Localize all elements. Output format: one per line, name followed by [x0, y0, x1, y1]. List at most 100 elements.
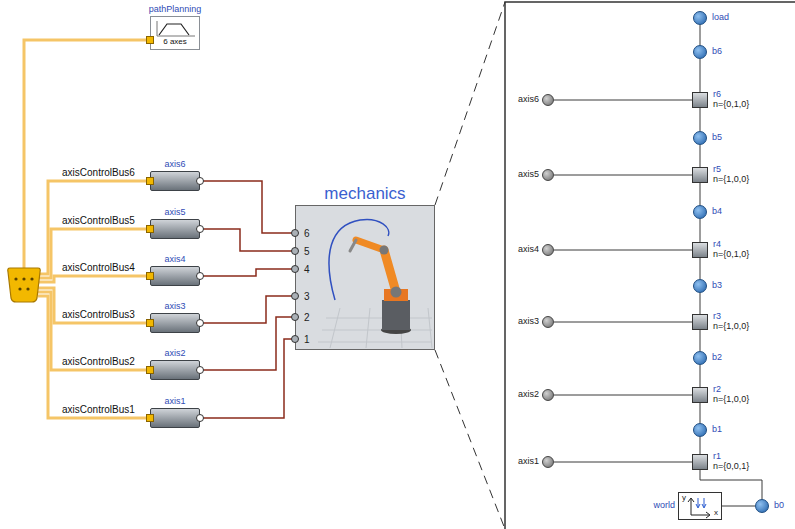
world-text: y: [682, 494, 686, 503]
world-text: x: [714, 509, 718, 518]
mech-text: 5: [304, 246, 310, 257]
connection-wire: [554, 100, 692, 101]
bus-label: axisControlBus6: [62, 167, 135, 178]
joint-text: r5: [713, 165, 721, 175]
body-shape: b2: [693, 351, 707, 365]
flange-text: axis1: [518, 457, 539, 467]
bus-line: [38, 288, 150, 323]
revolute-joint: r6n={0,1,0}: [692, 92, 708, 108]
bus-label: axisControlBus4: [62, 262, 135, 273]
axis-block: axis3: [150, 313, 200, 333]
mech-text: 6: [304, 228, 310, 239]
robot-path: [329, 219, 389, 300]
connection-wire: [554, 322, 692, 323]
bus-line: [38, 292, 150, 370]
body-text: load: [712, 13, 729, 23]
port-circle: [291, 313, 299, 321]
connection-wire: [700, 365, 701, 387]
body-shape: b1: [693, 423, 707, 437]
connection-wire: [700, 403, 701, 423]
bus-port: [146, 319, 154, 327]
axis-text: axis1: [164, 397, 185, 407]
joint-text: n={0,0,1}: [713, 462, 749, 472]
connection-wire: [700, 258, 701, 279]
axis-block: axis6: [150, 171, 200, 191]
joint-text: r2: [713, 385, 721, 395]
flange-port: [196, 319, 204, 327]
flange-connector: axis5: [542, 169, 554, 181]
flange-port: [196, 225, 204, 233]
connector-pins: [14, 277, 33, 290]
revolute-joint: r2n={1,0,0}: [692, 387, 708, 403]
body-text: b5: [712, 133, 722, 143]
body-shape: b5: [693, 131, 707, 145]
axis-block: axis4: [150, 266, 200, 286]
flange-text: axis6: [518, 95, 539, 105]
bus-line: [24, 40, 150, 268]
bus-port: [146, 177, 154, 185]
zoom-panel: [505, 2, 795, 529]
axis-block: axis2: [150, 360, 200, 380]
flange-connector: axis6: [542, 94, 554, 106]
connection-wire: [700, 59, 701, 92]
flange-text: axis3: [518, 317, 539, 327]
bus-label: axisControlBus2: [62, 356, 135, 367]
bus-port: [146, 272, 154, 280]
bus-port: [146, 366, 154, 374]
mech-text: 3: [304, 291, 310, 302]
joint-text: r6: [713, 90, 721, 100]
connection-wire: [722, 506, 755, 507]
bus-label: axisControlBus5: [62, 215, 135, 226]
connection-wire: [700, 219, 701, 242]
bus-port: [146, 225, 154, 233]
connection-wire: [200, 296, 295, 323]
mech-text: 4: [304, 264, 310, 275]
joint-text: n={1,0,0}: [713, 175, 749, 185]
flange-port: [196, 177, 204, 185]
robot-upper-arm: [384, 250, 396, 292]
joint-text: n={1,0,0}: [713, 395, 749, 405]
path-planning-block: pathPlanning6 axes: [150, 16, 200, 50]
robot-tool: [350, 240, 356, 251]
flange-connector: axis1: [542, 456, 554, 468]
bus-line: [38, 296, 150, 418]
connection-wire: [700, 145, 701, 167]
axis-block: axis5: [150, 219, 200, 239]
flange-text: axis5: [518, 170, 539, 180]
flange-port: [196, 414, 204, 422]
profile-icon: [151, 18, 199, 38]
connection-wire: [700, 25, 701, 45]
robot-motor: [391, 287, 402, 298]
flange-connector: axis4: [542, 244, 554, 256]
connection-wire: [200, 229, 295, 251]
gravity-arrows: [696, 498, 706, 508]
joint-text: r1: [713, 452, 721, 462]
bus-line: [38, 229, 150, 278]
connection-wire: [700, 330, 701, 351]
revolute-joint: r1n={0,0,1}: [692, 454, 708, 470]
flange-port: [196, 366, 204, 374]
connection-wire: [554, 250, 692, 251]
body-shape: b6: [693, 45, 707, 59]
world-text: world: [653, 501, 675, 511]
flange-port: [196, 272, 204, 280]
bus-label: axisControlBus1: [62, 404, 135, 415]
body-text: b1: [712, 425, 722, 435]
frame-axes: [688, 498, 710, 518]
connection-wire: [554, 462, 692, 463]
port-circle: [291, 292, 299, 300]
connection-wire: [200, 269, 295, 276]
revolute-joint: r4n={0,1,0}: [692, 242, 708, 258]
pin-dot: [14, 277, 17, 280]
connection-wire: [700, 183, 701, 205]
bus-lines: [24, 40, 150, 418]
body-text: b2: [712, 353, 722, 363]
body-shape: load: [693, 11, 707, 25]
icon-profile: [159, 24, 189, 35]
body-text: b4: [712, 207, 722, 217]
joint-text: n={0,1,0}: [713, 100, 749, 110]
mechanics-block: mechanics654321: [295, 205, 435, 350]
robot-motor: [380, 246, 389, 255]
connection-wire: [554, 175, 692, 176]
flange-text: axis4: [518, 245, 539, 255]
